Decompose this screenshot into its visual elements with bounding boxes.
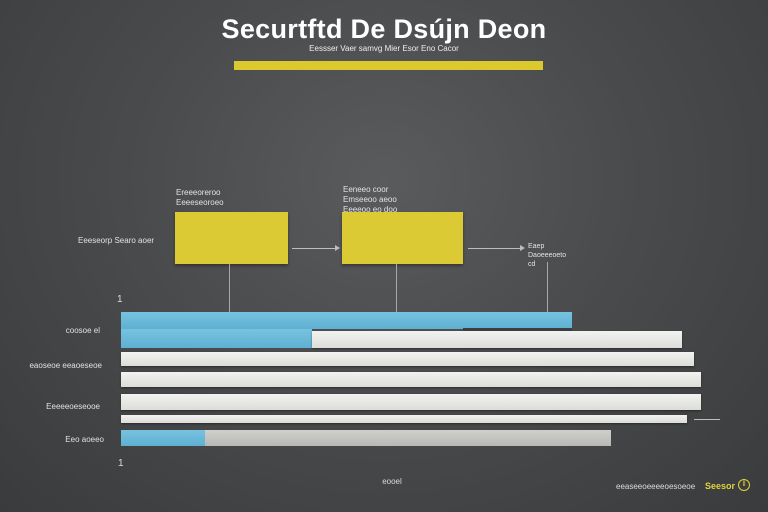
- row-label-3: Eeeeeoeseooe: [46, 402, 100, 411]
- connector-line-2: [468, 248, 520, 249]
- card-2-caption: Eeneeo coor Emseeoo aeoo Eeeeoo eo doo: [343, 185, 398, 214]
- bar-row-2-blue[interactable]: [121, 329, 312, 348]
- bar-row-5[interactable]: [121, 394, 701, 410]
- bar-center-note: eooel: [382, 477, 402, 486]
- process-card-2[interactable]: [342, 212, 463, 264]
- bar-row-1-blue[interactable]: [121, 312, 572, 329]
- page-title: Securtftd De Dsújn Deon: [221, 14, 547, 44]
- footer-brand[interactable]: Seesor: [705, 481, 736, 491]
- row-label-4: Eeo aoeeo: [65, 435, 104, 444]
- bar-row-6[interactable]: [121, 415, 687, 423]
- footer-logo-icon: ll: [738, 479, 750, 491]
- bar-row-7-grey[interactable]: [205, 430, 611, 446]
- axis-tick-top: 1: [117, 294, 123, 305]
- footer-text: eeaseeoeeeeoesoeoe: [616, 482, 696, 491]
- right-output-note: Eaep Daoeeeoeto cd: [528, 243, 567, 268]
- card-1-drop-line: [229, 264, 230, 312]
- axis-tick-bottom: 1: [118, 458, 124, 469]
- arrow-right-icon: [520, 245, 525, 251]
- bar-row-7-blue[interactable]: [121, 430, 205, 446]
- page-subtitle: Eessser Vaer samvg Mier Esor Eno Cacor: [309, 44, 459, 53]
- note-drop-line: [547, 262, 548, 312]
- bar-row-4[interactable]: [121, 372, 701, 387]
- left-input-label: Eeeseorp Searo aoer: [78, 236, 155, 245]
- arrow-right-icon: [335, 245, 340, 251]
- row-label-2: eaoseoe eeaoeseoe: [29, 361, 102, 370]
- card-2-drop-line: [396, 264, 397, 312]
- bar-row-2-white[interactable]: [312, 331, 682, 348]
- bar-row-3[interactable]: [121, 352, 694, 366]
- title-underline-bar: [234, 61, 543, 70]
- bar-row-6-extension: [694, 419, 720, 420]
- process-card-1[interactable]: [175, 212, 288, 264]
- row-label-1: coosoe el: [65, 326, 100, 335]
- card-1-caption: Ereeeoreroo Eeeeseoroeo: [176, 188, 224, 207]
- connector-line-1: [292, 248, 336, 249]
